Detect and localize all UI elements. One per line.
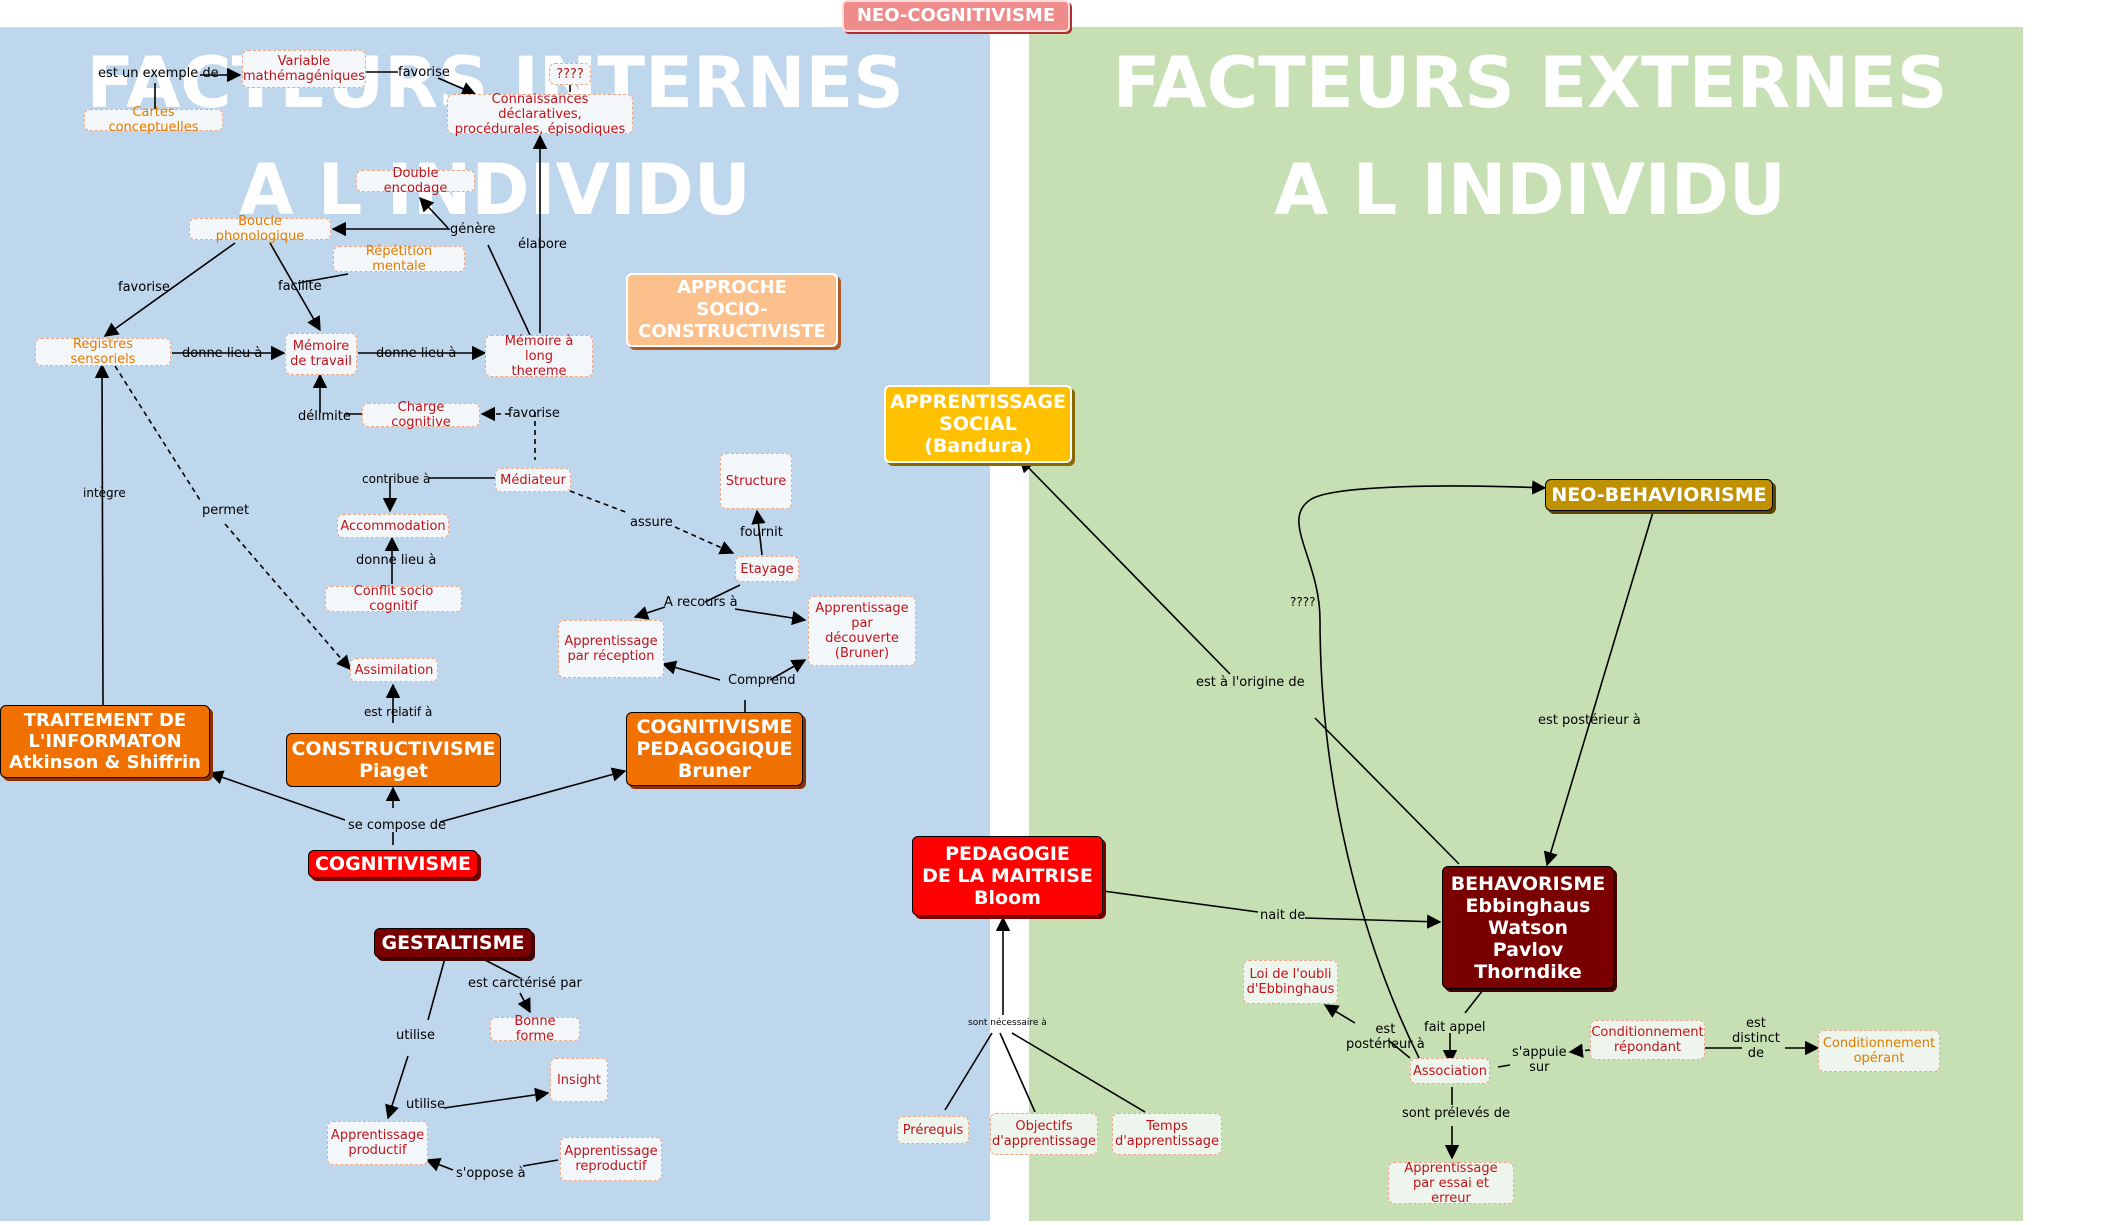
label-favorise: favorise	[398, 65, 450, 80]
concept-conditionnement-repondant[interactable]: Conditionnement répondant	[1590, 1020, 1705, 1060]
apprentissage-social-bandura[interactable]: APPRENTISSAGE SOCIAL (Bandura)	[884, 385, 1072, 463]
concept-conflit-socio-cognitif[interactable]: Conflit socio cognitif	[325, 584, 462, 614]
label-s-appuie-sur: s'appuie sur	[1512, 1045, 1567, 1075]
concept-memoire-de-travail[interactable]: Mémoire de travail	[285, 333, 357, 375]
label-est-un-exemple-de: est un exemple de	[98, 66, 219, 81]
label-fournit: fournit	[740, 525, 783, 540]
concept-unknown[interactable]: ????	[549, 63, 591, 85]
neo-behaviorisme[interactable]: NEO-BEHAVIORISME	[1545, 479, 1773, 511]
approche-socio-constructiviste[interactable]: APPROCHE SOCIO- CONSTRUCTIVISTE	[626, 273, 838, 347]
concept-objectifs-d-apprentissage[interactable]: Objectifs d'apprentissage	[990, 1113, 1098, 1155]
label-elabore: élabore	[518, 237, 567, 252]
concept-apprentissage-par-reception[interactable]: Apprentissage par réception	[558, 620, 664, 678]
label-donne-lieu-a: donne lieu à	[376, 346, 457, 361]
concept-boucle-phonologique[interactable]: Boucle phonologique	[189, 214, 331, 244]
concept-repetition-mentale[interactable]: Répétition mentale	[333, 244, 465, 274]
concept-apprentissage-reproductif[interactable]: Apprentissage reproductif	[560, 1137, 662, 1181]
concept-apprentissage-par-decouverte[interactable]: Apprentissage par découverte (Bruner)	[808, 596, 916, 666]
external-factors-panel	[1029, 27, 2023, 1221]
concept-apprentissage-productif[interactable]: Apprentissage productif	[327, 1121, 428, 1165]
concept-connaissances[interactable]: Connaissances déclaratives, procédurales…	[447, 92, 633, 137]
label-nait-de: nait de	[1260, 908, 1306, 923]
external-factors-title: FACTEURS EXTERNES A L INDIVIDU	[1112, 42, 1948, 231]
label-favorise: favorise	[118, 280, 170, 295]
label-sont-necessaire-a: sont nécessaire à	[968, 1018, 1047, 1028]
label-contribue-a: contribue à	[362, 472, 431, 486]
label-genere: génère	[450, 222, 496, 237]
concept-conditionnement-operant[interactable]: Conditionnement opérant	[1818, 1030, 1940, 1072]
label-est-relatif-a: est relatif à	[364, 705, 433, 719]
concept-temps-d-apprentissage[interactable]: Temps d'apprentissage	[1112, 1113, 1222, 1155]
traitement-de-l-information[interactable]: TRAITEMENT DE L'INFORMATON Atkinson & Sh…	[0, 705, 210, 778]
label-facilite: facilite	[278, 279, 322, 294]
label-est-distinct-de: est distinct de	[1732, 1016, 1780, 1061]
concept-variable-mathemageniques[interactable]: Variable mathémagéniques	[242, 50, 366, 88]
label-est-caracterise-par: est carctérisé par	[468, 976, 582, 991]
concept-insight[interactable]: Insight	[550, 1058, 608, 1102]
concept-accommodation[interactable]: Accommodation	[337, 514, 449, 538]
pedagogie-de-la-maitrise-bloom[interactable]: PEDAGOGIE DE LA MAITRISE Bloom	[912, 836, 1103, 916]
label-sont-preleves-de: sont prélevés de	[1402, 1106, 1510, 1121]
behaviorisme[interactable]: BEHAVORISME Ebbinghaus Watson Pavlov Tho…	[1442, 866, 1614, 989]
label-comprend: Comprend	[728, 673, 796, 688]
concept-assimilation[interactable]: Assimilation	[350, 658, 438, 682]
concept-charge-cognitive[interactable]: Charge cognitive	[362, 400, 480, 430]
concept-association[interactable]: Association	[1410, 1058, 1490, 1084]
concept-prerequis[interactable]: Prérequis	[897, 1116, 969, 1144]
label-fait-appel: fait appel	[1424, 1020, 1486, 1035]
map-title[interactable]: NEO-COGNITIVISME	[842, 0, 1070, 32]
label-utilise: utilise	[396, 1028, 435, 1043]
label-delimite: délimite	[298, 409, 351, 424]
cognitivisme-pedagogique-bruner[interactable]: COGNITIVISME PEDAGOGIQUE Bruner	[626, 712, 803, 786]
concept-mediateur[interactable]: Médiateur	[495, 468, 571, 492]
label-est-posterieur-a: est postérieur à	[1538, 713, 1641, 728]
concept-etayage[interactable]: Etayage	[735, 556, 799, 582]
concept-structure[interactable]: Structure	[720, 453, 792, 509]
concept-double-encodage[interactable]: Double encodage	[356, 166, 475, 196]
constructivisme-piaget[interactable]: CONSTRUCTIVISME Piaget	[286, 733, 501, 787]
label-s-oppose-a: s'oppose à	[456, 1166, 526, 1181]
label-permet: permet	[202, 503, 250, 518]
label-integre: intègre	[83, 486, 126, 500]
label-utilise: utilise	[406, 1097, 445, 1112]
label-assure: assure	[630, 515, 673, 530]
label-se-compose-de: se compose de	[348, 818, 447, 833]
concept-registres-sensoriels[interactable]: Registres sensoriels	[35, 337, 171, 367]
label-unknown: ????	[1290, 595, 1316, 609]
concept-bonne-forme[interactable]: Bonne forme	[490, 1014, 580, 1044]
label-donne-lieu-a: donne lieu à	[182, 346, 263, 361]
concept-cartes-conceptuelles[interactable]: Cartes conceptuelles	[84, 105, 223, 135]
concept-apprentissage-par-essai-et-erreur[interactable]: Apprentissage par essai et erreur	[1388, 1161, 1514, 1206]
gestaltisme[interactable]: GESTALTISME	[374, 928, 532, 958]
label-donne-lieu-a: donne lieu à	[356, 553, 437, 568]
concept-memoire-a-long-terme[interactable]: Mémoire à long thereme	[485, 334, 593, 379]
label-a-recours-a: A recours à	[664, 595, 738, 610]
label-est-a-l-origine-de: est à l'origine de	[1196, 675, 1305, 690]
label-est-posterieur-a: est postérieur à	[1346, 1022, 1425, 1052]
label-favorise: favorise	[508, 406, 560, 421]
concept-loi-de-l-oubli[interactable]: Loi de l'oubli d'Ebbinghaus	[1243, 960, 1338, 1004]
cognitivisme[interactable]: COGNITIVISME	[308, 850, 478, 878]
